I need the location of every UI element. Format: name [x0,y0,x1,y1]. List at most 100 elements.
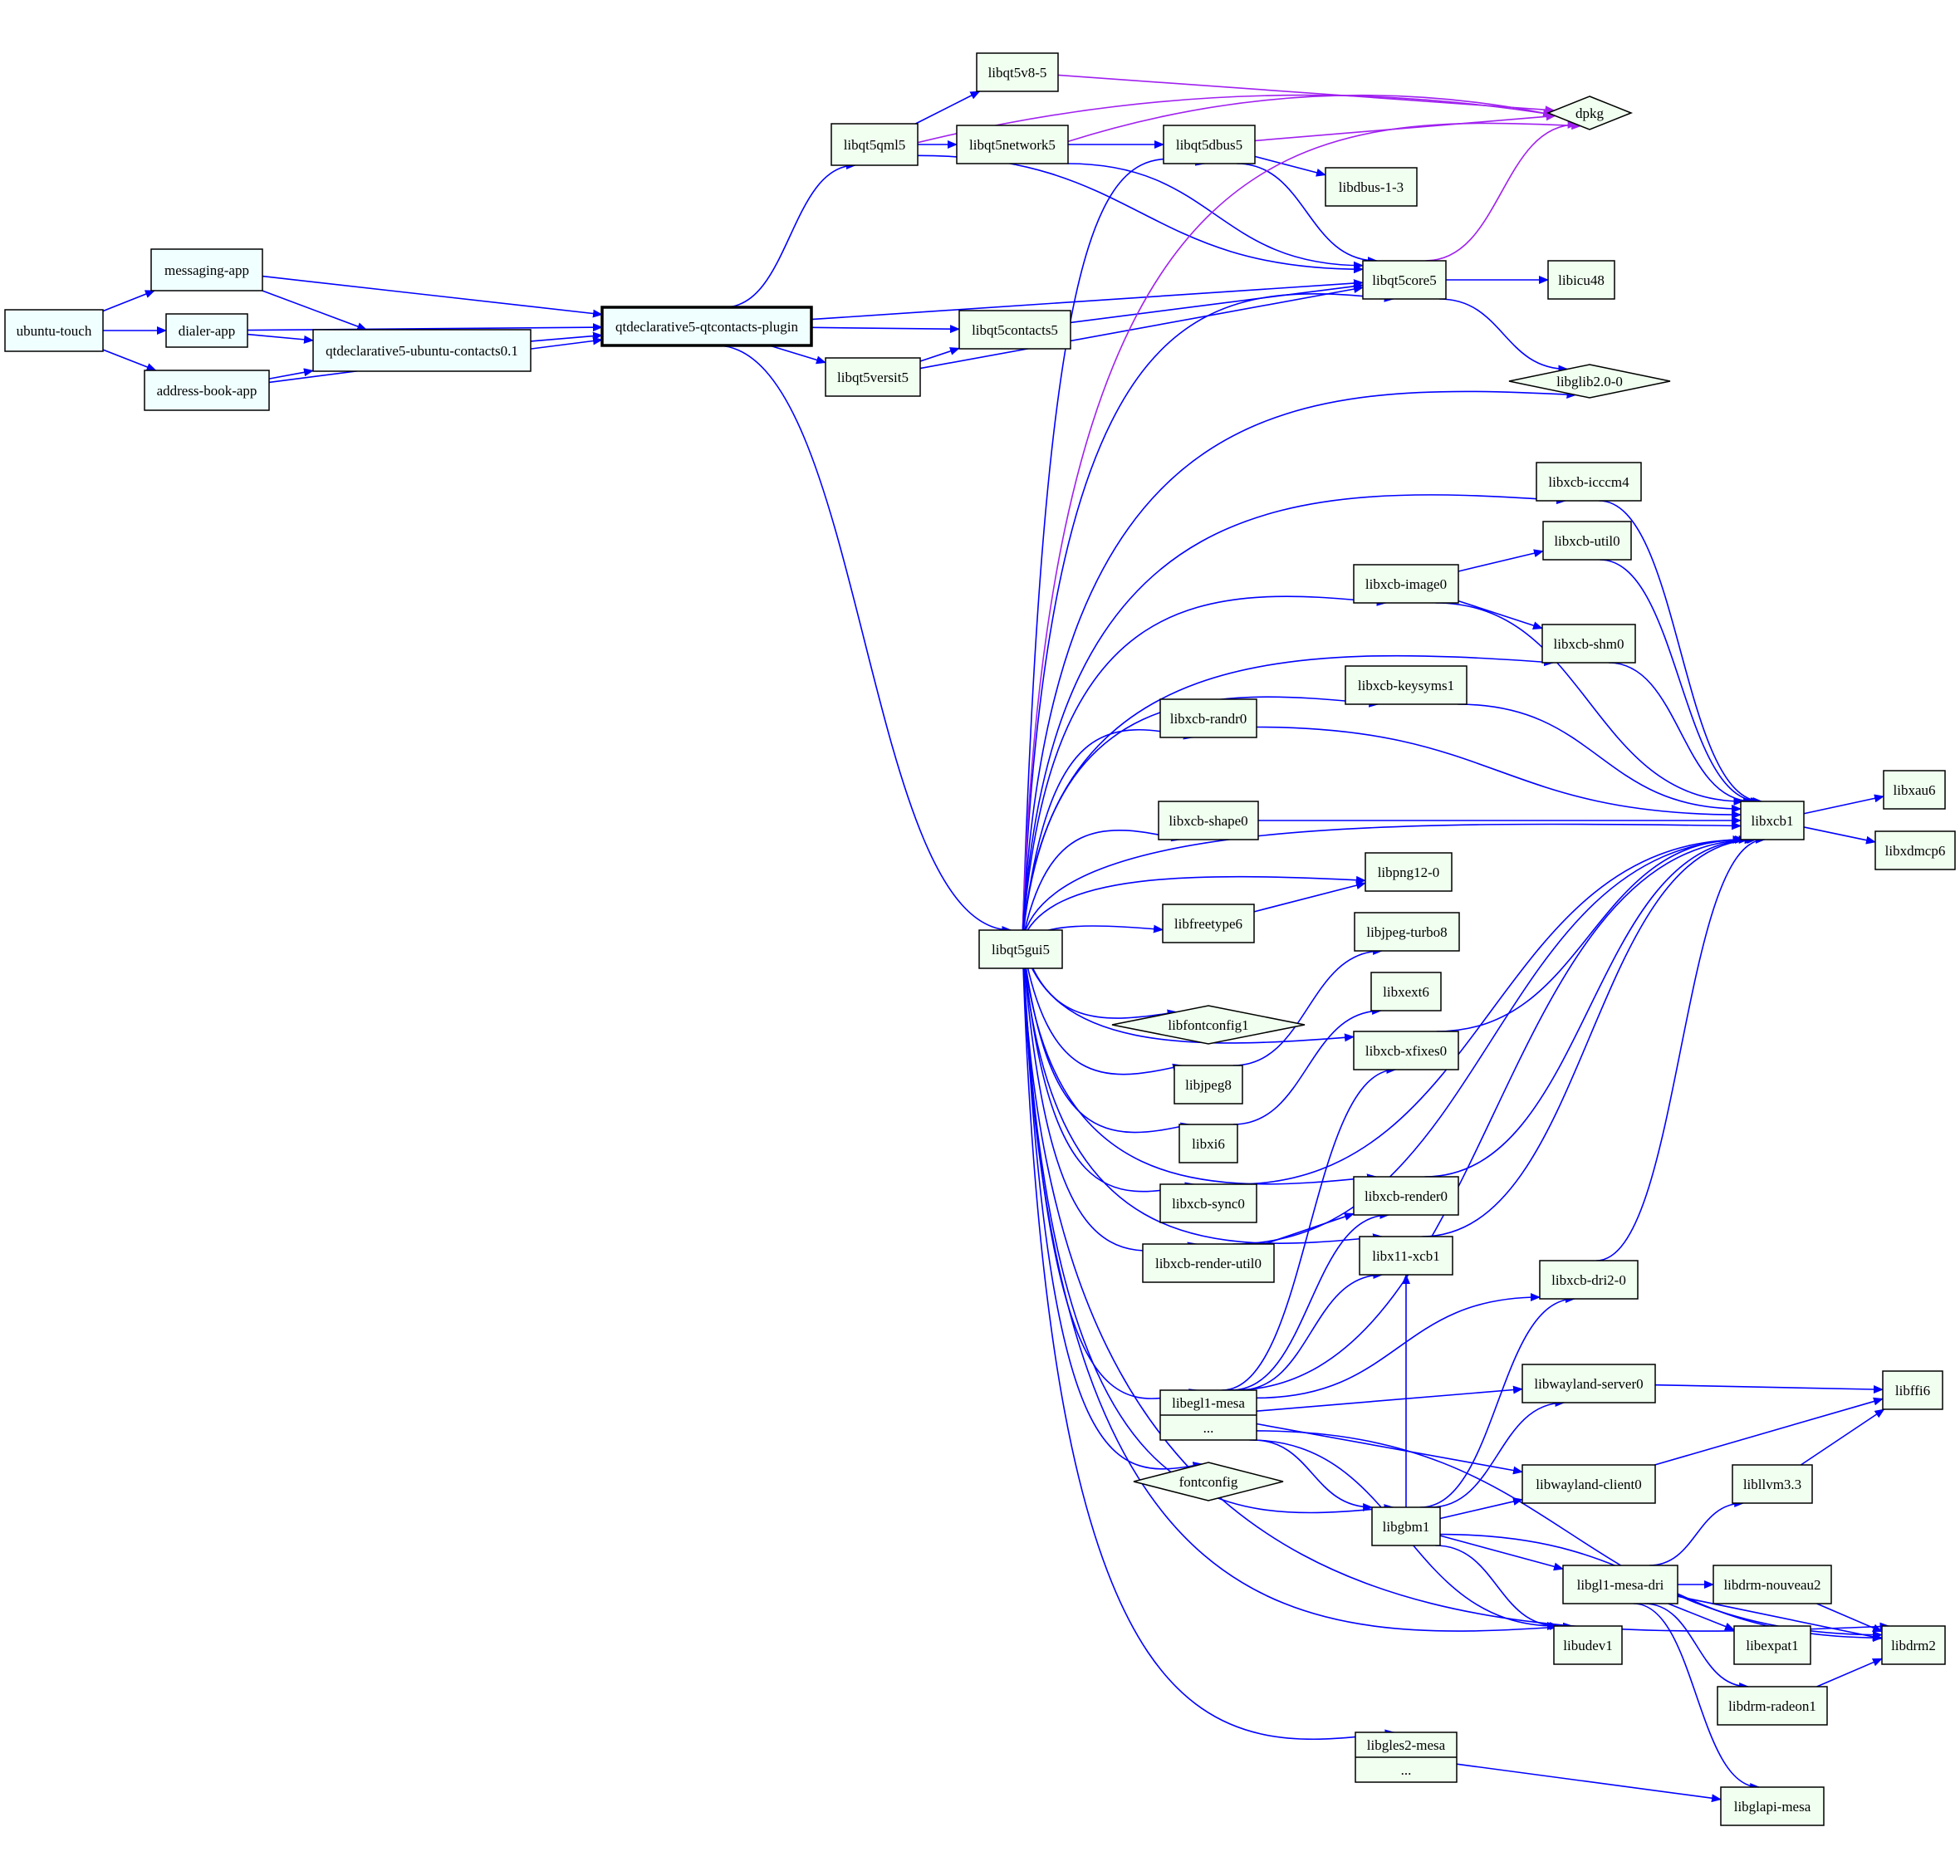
node-libglapi-mesa: libglapi-mesa [1720,1786,1825,1826]
node-shape [1111,1005,1306,1045]
node-shape [1354,912,1460,952]
node-shape [1546,96,1634,130]
node-label: libfontconfig1 [1168,1017,1248,1033]
node-label: libwayland-server0 [1534,1376,1643,1392]
edge-ubuntu-touch-to-messaging-app [102,290,155,312]
node-label: libgbm1 [1383,1519,1430,1535]
node-label: libxcb-dri2-0 [1551,1272,1626,1288]
edge-libqt5network5-to-dpkg [1067,94,1554,143]
node-shape [1353,1176,1459,1216]
node-shape [1359,1236,1453,1276]
node-libxau6: libxau6 [1883,770,1946,810]
edge-libgbm1-to-libxcb-dri2-0 [1420,1295,1575,1508]
edge-libxcb-randr0-to-libxcb1 [1256,726,1742,820]
edge-libxcb-render-util0-to-libxcb1 [1232,835,1749,1245]
node-libqt5contacts5: libqt5contacts5 [958,310,1071,350]
edge-libqt5qml5-to-libqt5v8-5 [915,91,981,125]
edge-libgl1-mesa-dri-to-libdrm2 [1677,1595,1883,1641]
edge-libx11-xcb1-to-libxcb1 [1422,835,1757,1237]
edge-libwayland-server0-to-libffi6 [1654,1384,1884,1394]
node-sublabel: ... [1401,1762,1412,1778]
node-dpkg: dpkg [1546,96,1634,130]
edge-libqt5dbus5-to-libdbus-1-3 [1254,155,1326,177]
node-libfreetype6: libfreetype6 [1162,904,1255,943]
node-shape [1325,167,1418,207]
node-label: libudev1 [1563,1638,1613,1653]
node-libxext6: libxext6 [1370,972,1442,1011]
node-shape [1174,1065,1243,1105]
edge-libqt5gui5-to-libgbm1 [1022,940,1394,1514]
node-shape [1521,1364,1656,1403]
node-shape [150,248,263,291]
node-label: qtdeclarative5-qtcontacts-plugin [615,319,798,335]
edge-libqt5contacts5-to-libqt5core5 [1070,282,1364,324]
nodes-layer: ubuntu-touchmessaging-appdialer-appaddre… [4,52,1956,1826]
edge-libqt5versit5-to-libqt5core5 [919,285,1364,370]
node-label: libdrm-radeon1 [1728,1698,1816,1714]
edges-layer [102,74,1890,1803]
node-shape [1541,624,1636,664]
edge-libxcb-render0-to-libxcb1 [1424,835,1755,1178]
node-label: fontconfig [1179,1474,1238,1490]
edge-libxi6-to-libxext6 [1232,1007,1383,1125]
edge-qtdeclarative5-qtcontacts-plugin-to-libqt5versit5 [769,345,826,365]
edge-ubuntu-touch-to-address-book-app [102,349,157,371]
node-shape [4,309,104,352]
node-label: libxcb-keysyms1 [1358,678,1454,693]
edge-libqt5gui5-to-libxi6 [1022,940,1191,1134]
node-label: libxcb-icccm4 [1548,474,1629,490]
node-libxcb-image0: libxcb-image0 [1353,564,1459,604]
node-label: libglapi-mesa [1734,1799,1811,1815]
node-shape [1732,1464,1813,1504]
node-shape [1717,1686,1828,1726]
node-label: libxcb-util0 [1554,533,1619,549]
edge-dialer-app-to-qtdeclarative5-qtcontacts-plugin [247,323,603,332]
edge-libgbm1-to-libwayland-client0 [1439,1497,1523,1520]
node-libxcb-dri2-0: libxcb-dri2-0 [1539,1260,1639,1300]
node-libqt5core5: libqt5core5 [1362,260,1447,300]
node-shape [1142,1243,1275,1283]
node-libllvm3.3: libllvm3.3 [1732,1464,1813,1504]
edge-libqt5gui5-to-dpkg [1022,121,1582,942]
node-libwayland-client0: libwayland-client0 [1521,1464,1656,1504]
edge-libqt5gui5-to-libx11-xcb1 [1022,940,1384,1244]
node-shape [1521,1464,1656,1504]
node-libxcb-shape0: libxcb-shape0 [1158,801,1259,840]
node-label: libgles2-mesa [1367,1737,1446,1753]
node-label: address-book-app [157,383,257,399]
node-libxcb-render-util0: libxcb-render-util0 [1142,1243,1275,1283]
edge-qtdeclarative5-qtcontacts-plugin-to-libqt5qml5 [724,161,856,308]
node-libdbus-1-3: libdbus-1-3 [1325,167,1418,207]
node-shape [1713,1565,1832,1604]
node-libqt5versit5: libqt5versit5 [825,357,921,397]
node-shape [1508,364,1671,399]
edge-qtdeclarative5-ubuntu-contacts0.1-to-qtdeclarative5-qtcontacts-plugin [530,331,603,342]
node-libffi6: libffi6 [1882,1370,1943,1410]
edge-libqt5gui5-to-libxcb-image0 [1022,595,1387,942]
node-shape [1158,801,1259,840]
node-shape [1881,1625,1946,1665]
node-libxcb-shm0: libxcb-shm0 [1541,624,1636,664]
node-label: libqt5gui5 [992,942,1050,958]
node-shape [958,310,1071,350]
node-shape [1740,801,1805,840]
node-fontconfig: fontconfig [1133,1462,1284,1501]
node-label: libxau6 [1894,782,1936,798]
edge-libqt5gui5-to-libxcb-shape0 [1022,829,1182,942]
node-shape [976,52,1059,92]
node-shape [1362,260,1447,300]
node-label: libwayland-client0 [1536,1477,1641,1492]
node-shape [1159,698,1257,738]
node-label: dpkg [1575,105,1605,121]
node-libxcb-icccm4: libxcb-icccm4 [1536,462,1642,502]
edge-libegl1-mesa-to-libx11-xcb1 [1239,1271,1384,1391]
edge-libxcb-image0-to-libxcb1 [1435,602,1744,806]
node-shape [1353,1031,1459,1070]
node-shape [1542,521,1632,561]
node-libdrm-nouveau2: libdrm-nouveau2 [1713,1565,1832,1604]
node-label: libxi6 [1192,1136,1225,1152]
node-libwayland-server0: libwayland-server0 [1521,1364,1656,1403]
edge-libqt5gui5-to-libxcb-keysyms1 [1022,696,1379,942]
node-label: libpng12-0 [1378,865,1440,880]
